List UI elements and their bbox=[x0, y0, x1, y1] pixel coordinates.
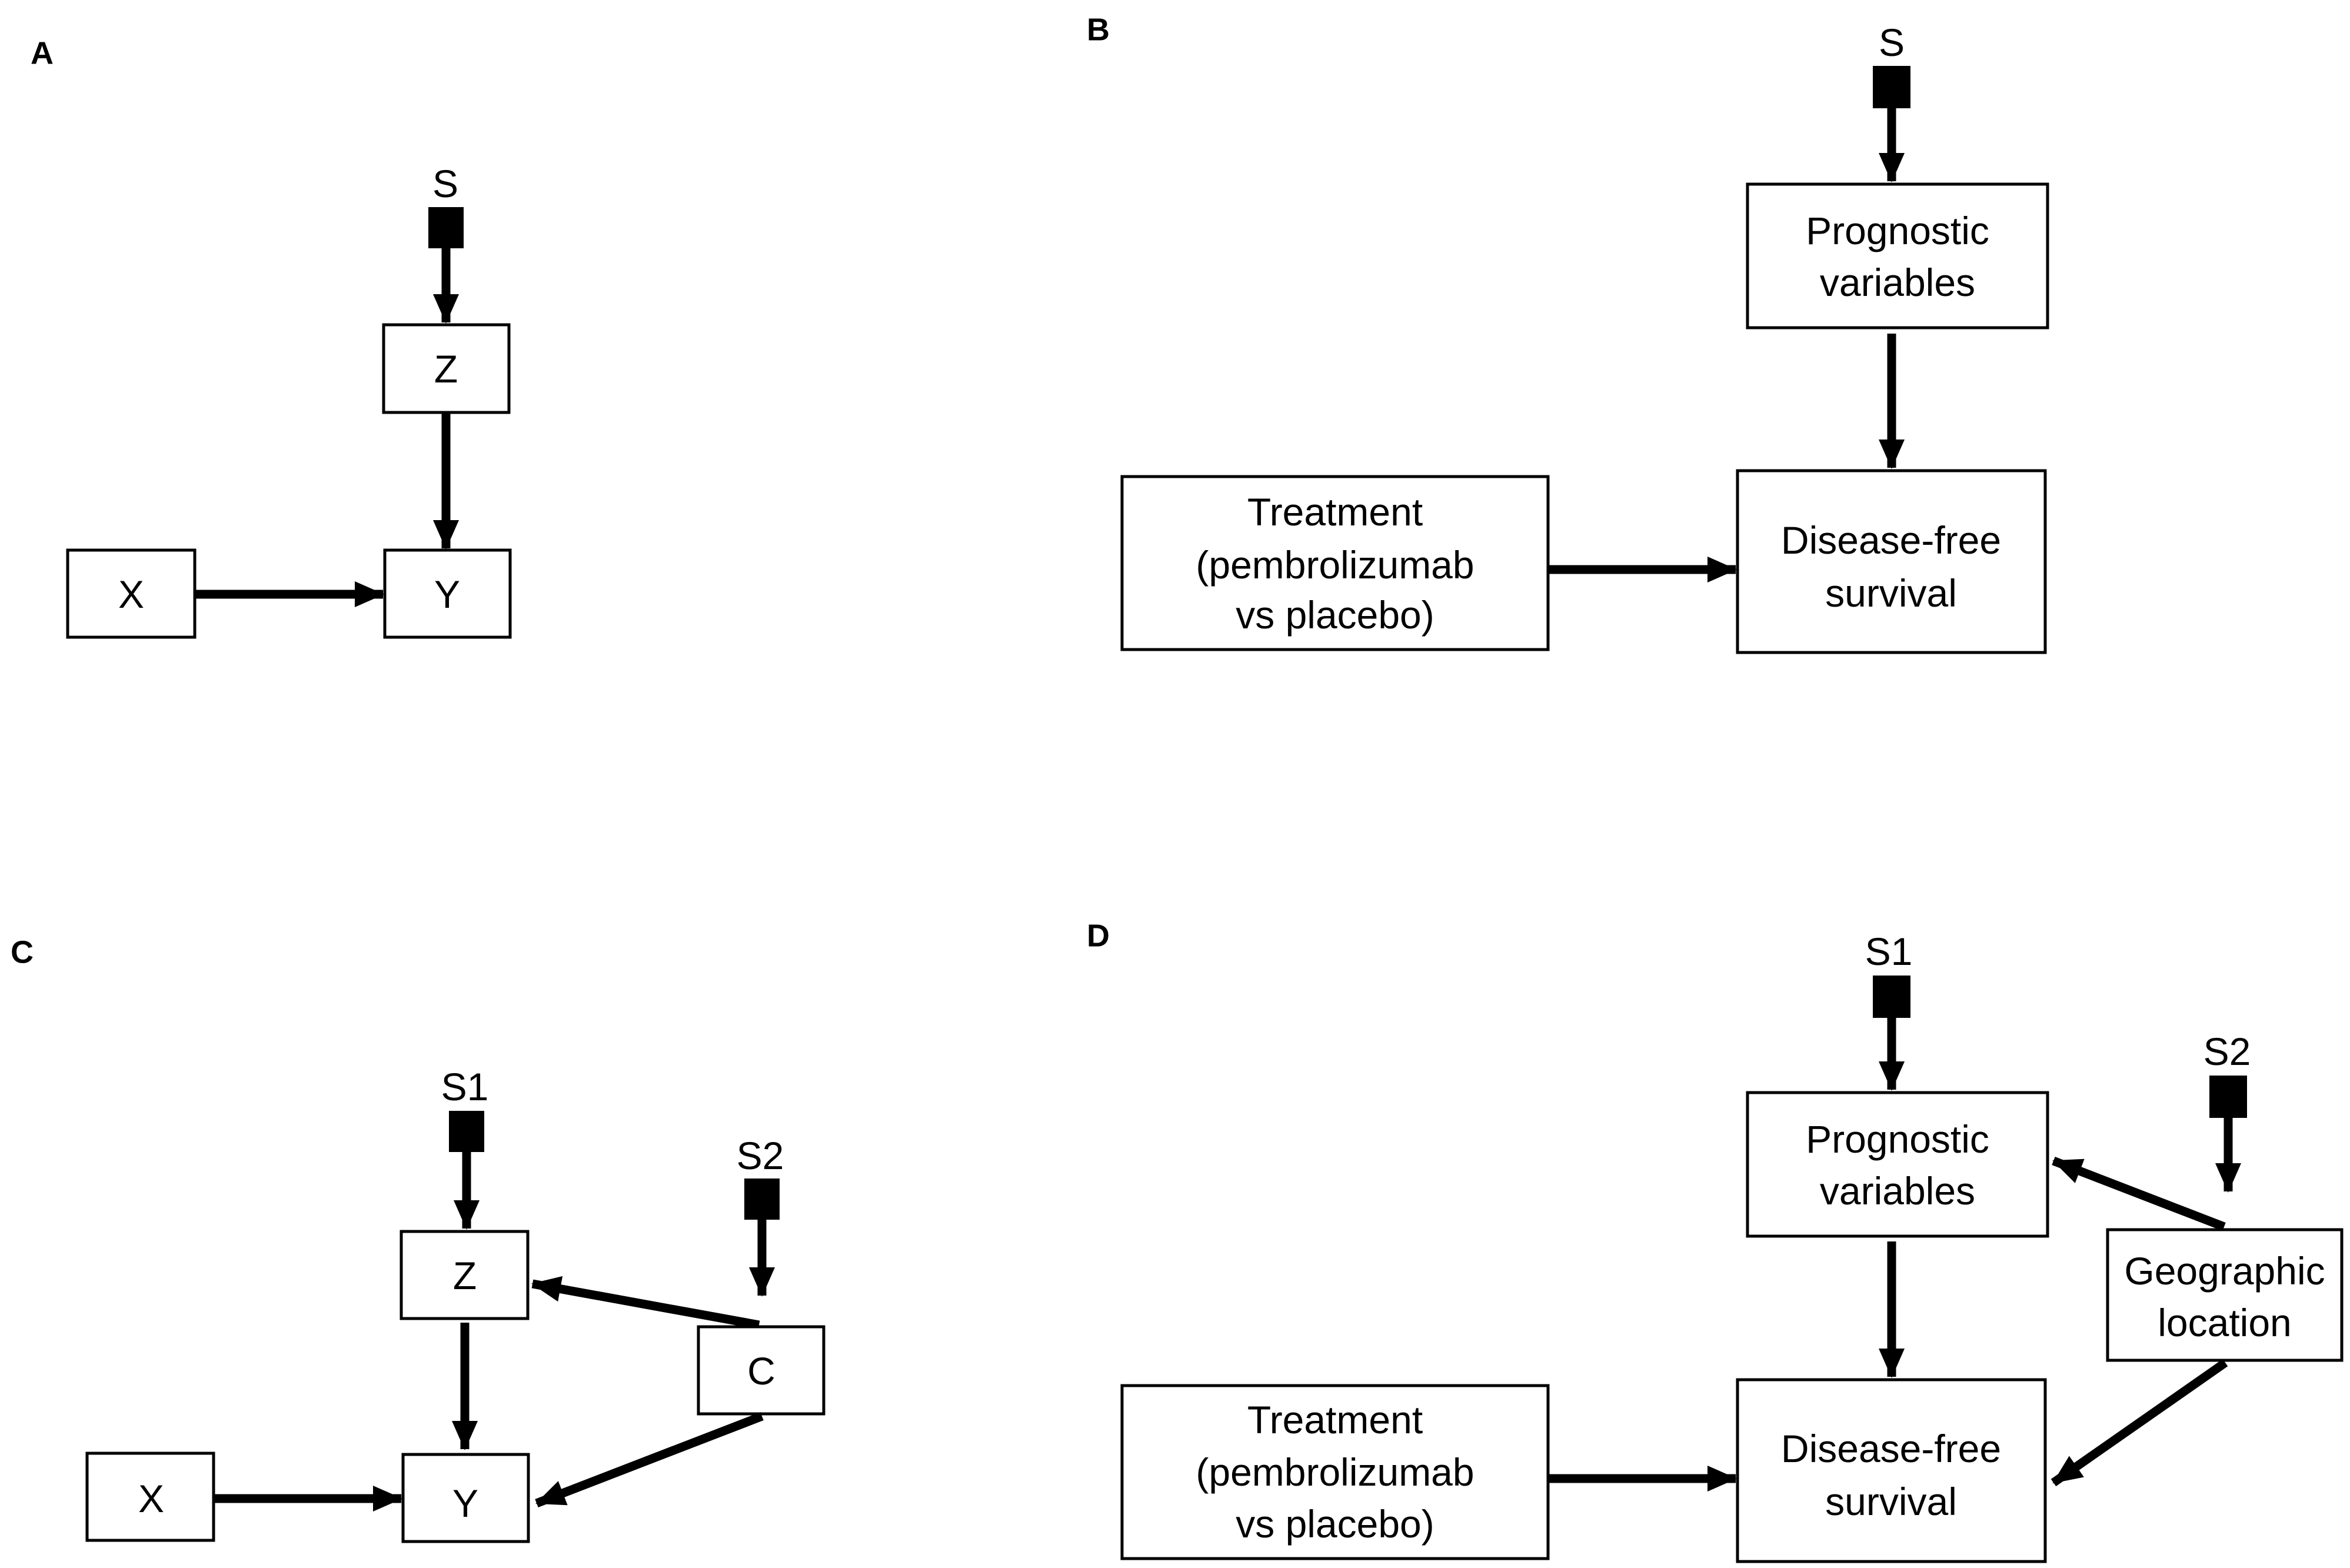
panel-d-node-treatment bbox=[1120, 1384, 1550, 1560]
panel-d-node-dfs-line-1: Disease-free bbox=[1781, 1427, 2001, 1470]
panel-a-selection-square bbox=[428, 207, 464, 248]
panel-a-label: A bbox=[31, 35, 54, 71]
panel-d-node-geographic-line-1: Geographic bbox=[2124, 1249, 2325, 1293]
panel-a-selection-label: S bbox=[432, 162, 458, 205]
panel-c-label: C bbox=[11, 934, 34, 970]
panel-c-node-c-label: C bbox=[747, 1349, 775, 1393]
panel-b: B S Prognostic variables Treatment (pemb… bbox=[1087, 12, 2049, 654]
panel-a-node-y bbox=[383, 548, 512, 639]
panel-d-node-dfs bbox=[1736, 1378, 2047, 1563]
panel-d-selection-1-square bbox=[1873, 976, 1910, 1018]
panel-b-label: B bbox=[1087, 12, 1110, 47]
panel-b-node-prognostic bbox=[1746, 182, 2049, 329]
panel-b-node-dfs-line-2: survival bbox=[1825, 571, 1957, 615]
panel-b-selection-square bbox=[1873, 66, 1910, 108]
panel-c-edge-c-to-y bbox=[535, 1412, 764, 1507]
panel-c-node-z bbox=[400, 1230, 530, 1320]
panel-d-node-treatment-line-2: (pembrolizumab bbox=[1196, 1450, 1474, 1494]
panel-d-node-prognostic-line-2: variables bbox=[1820, 1169, 1975, 1213]
panel-c: C S1 S2 Z C X Y bbox=[11, 934, 826, 1543]
panel-a-node-x-label: X bbox=[118, 572, 144, 616]
panel-c-selection-2-label: S2 bbox=[737, 1134, 784, 1177]
panel-d-node-treatment-line-1: Treatment bbox=[1247, 1398, 1423, 1442]
panel-d-label: D bbox=[1087, 918, 1110, 953]
panel-c-selection-2-square bbox=[744, 1179, 780, 1220]
panel-a-node-z-label: Z bbox=[434, 347, 458, 391]
panel-c-selection-1-label: S1 bbox=[441, 1065, 489, 1108]
panel-d-selection-1-label: S1 bbox=[1865, 930, 1913, 973]
panel-b-node-dfs bbox=[1736, 469, 2047, 654]
panel-a: A S Z X Y bbox=[31, 35, 512, 639]
panel-d-selection-2-label: S2 bbox=[2203, 1030, 2251, 1073]
panel-a-node-y-label: Y bbox=[434, 572, 460, 616]
panel-d-node-geographic-line-2: location bbox=[2158, 1301, 2292, 1344]
panel-d-edge-geographic-to-dfs bbox=[2051, 1359, 2228, 1487]
panel-d-node-treatment-line-3: vs placebo) bbox=[1236, 1502, 1434, 1546]
panel-d-selection-2-square bbox=[2209, 1076, 2247, 1118]
panel-b-selection-label: S bbox=[1879, 21, 1905, 64]
panel-c-selection-1-square bbox=[449, 1111, 484, 1152]
panel-b-node-dfs-line-1: Disease-free bbox=[1781, 518, 2001, 562]
panel-c-node-y bbox=[401, 1453, 530, 1543]
panel-b-node-treatment bbox=[1120, 475, 1550, 651]
panel-d: D S1 S2 Prognostic variables Geographic … bbox=[1087, 918, 2344, 1563]
panel-b-node-treatment-line-2: (pembrolizumab bbox=[1196, 543, 1474, 587]
panel-b-node-treatment-line-1: Treatment bbox=[1247, 490, 1423, 534]
panel-b-node-treatment-line-3: vs placebo) bbox=[1236, 593, 1434, 637]
panel-c-node-z-label: Z bbox=[453, 1254, 477, 1297]
panel-c-edge-c-to-z bbox=[531, 1276, 760, 1330]
panel-b-node-prognostic-line-2: variables bbox=[1820, 261, 1975, 304]
panel-c-node-c bbox=[697, 1325, 826, 1416]
panel-d-node-prognostic-line-1: Prognostic bbox=[1806, 1117, 1989, 1161]
panel-d-node-geographic bbox=[2106, 1228, 2344, 1362]
panel-d-node-dfs-line-2: survival bbox=[1825, 1480, 1957, 1523]
panel-c-node-y-label: Y bbox=[452, 1482, 478, 1525]
panel-d-edge-geographic-to-prognostic bbox=[2052, 1157, 2226, 1231]
panel-c-node-x-label: X bbox=[138, 1477, 164, 1520]
panel-b-node-prognostic-line-1: Prognostic bbox=[1806, 209, 1989, 252]
panel-d-node-prognostic bbox=[1746, 1091, 2049, 1238]
